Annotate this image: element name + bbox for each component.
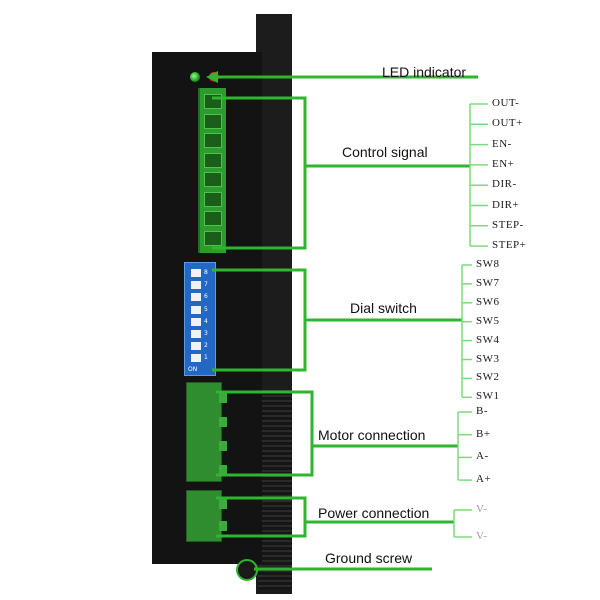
led-indicator-label: LED indicator <box>382 64 467 80</box>
pin-label: A- <box>476 450 489 463</box>
terminal-slot <box>204 113 222 129</box>
terminal-slot <box>204 211 222 226</box>
dip-number: 6 <box>204 293 208 301</box>
dip-toggle <box>191 293 201 302</box>
terminal-slot <box>204 152 222 168</box>
dip-number: 4 <box>204 317 208 325</box>
terminal-slot <box>204 133 222 148</box>
pin-label: SW7 <box>476 276 500 289</box>
pin-label: STEP- <box>492 218 524 231</box>
pin-label: SW5 <box>476 314 500 327</box>
motor-connection-label: Motor connection <box>318 427 426 443</box>
control-bracket <box>212 96 307 250</box>
pin-label: OUT+ <box>492 117 523 130</box>
terminal-slot <box>204 172 222 187</box>
dip-toggle <box>191 305 201 314</box>
motor-connector-tooth <box>219 393 227 403</box>
terminal-slot <box>204 230 222 246</box>
dip-number: 5 <box>204 305 208 313</box>
motor-connector-tooth <box>219 465 227 475</box>
pin-label: DIR- <box>492 178 517 191</box>
dip-number: 8 <box>204 269 208 276</box>
dip-toggle <box>191 330 201 338</box>
dial-bracket <box>212 268 307 372</box>
dip-number: 2 <box>204 342 208 350</box>
dip-toggle <box>191 354 201 363</box>
motor-connector-tooth <box>219 441 227 451</box>
power-bracket <box>216 496 307 538</box>
motor-bracket <box>216 390 314 477</box>
dip-toggle <box>191 342 201 351</box>
power-connection-label: Power connection <box>318 505 430 521</box>
dip-on-label: ON <box>188 366 198 373</box>
ground-screw-label: Ground screw <box>325 550 413 566</box>
pin-label: DIR+ <box>492 198 520 211</box>
heatsink-fins <box>258 390 292 590</box>
pin-label: STEP+ <box>492 239 527 252</box>
pin-label: SW8 <box>476 258 500 270</box>
pin-label: EN+ <box>492 157 515 170</box>
motor-connector-tooth <box>219 417 227 427</box>
green-led <box>190 72 200 82</box>
pin-label: A+ <box>476 473 492 486</box>
motor-connector <box>186 382 227 482</box>
pin-label: OUT- <box>492 97 520 109</box>
pin-label: SW1 <box>476 390 500 403</box>
pin-label: SW4 <box>476 333 500 346</box>
dial-switch-label: Dial switch <box>350 300 417 316</box>
dip-number: 3 <box>204 330 208 337</box>
pin-label: B- <box>476 405 488 417</box>
dip-number: 1 <box>204 354 208 362</box>
led-arrowhead <box>206 71 218 83</box>
dip-toggle <box>191 269 201 277</box>
dip-toggle <box>191 317 201 326</box>
pin-label: B+ <box>476 427 491 440</box>
pin-label: SW6 <box>476 295 500 308</box>
dip-number: 7 <box>204 281 208 289</box>
power-connector-tooth <box>219 499 227 509</box>
pin-label: V- <box>476 530 488 542</box>
power-connector-tooth <box>219 521 227 531</box>
pin-label: SW2 <box>476 371 500 384</box>
control-signal-label: Control signal <box>342 144 428 160</box>
dip-switch-block: ON 8 7 6 5 4 3 2 1 <box>184 262 216 376</box>
dip-toggle <box>191 281 201 290</box>
pin-label: V- <box>476 503 488 515</box>
pin-label: EN- <box>492 137 512 150</box>
pin-label: SW3 <box>476 352 500 365</box>
terminal-slot <box>204 191 222 207</box>
